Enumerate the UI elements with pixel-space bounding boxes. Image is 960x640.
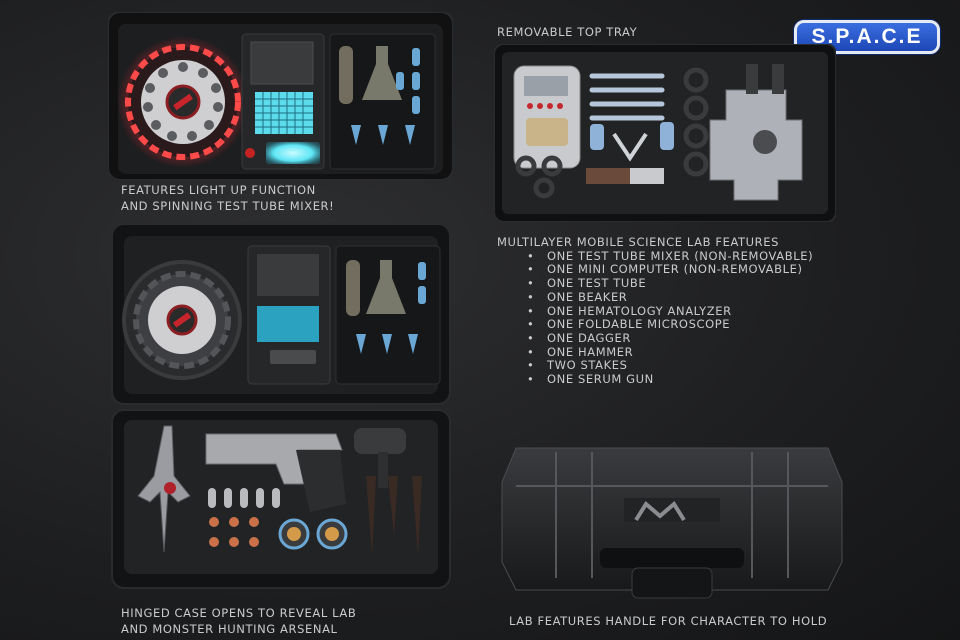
feature-item: ONE SERUM GUN (527, 372, 813, 387)
feature-item: ONE BEAKER (527, 290, 813, 305)
feature-item: ONE FOLDABLE MICROSCOPE (527, 318, 813, 332)
caption-removable-tray: REMOVABLE TOP TRAY (497, 25, 638, 39)
removable-tray-photo (494, 44, 836, 222)
features-list: MULTILAYER MOBILE SCIENCE LAB FEATURES O… (497, 235, 813, 387)
feature-item: ONE HEMATOLOGY ANALYZER (527, 304, 813, 319)
closed-case-photo (501, 447, 843, 599)
feature-item: ONE TEST TUBE MIXER (NON-REMOVABLE) (527, 249, 813, 264)
features-items: ONE TEST TUBE MIXER (NON-REMOVABLE) ONE … (497, 249, 813, 387)
caption-hinged-case: HINGED CASE OPENS TO REVEAL LAB AND MONS… (121, 605, 356, 637)
feature-item: ONE TEST TUBE (527, 276, 813, 291)
feature-item: TWO STAKES (527, 359, 813, 373)
caption-light-up: FEATURES LIGHT UP FUNCTION AND SPINNING … (121, 182, 334, 214)
feature-item: ONE HAMMER (527, 345, 813, 360)
caption-line: FEATURES LIGHT UP FUNCTION (121, 183, 316, 197)
open-case-photo (111, 223, 451, 589)
caption-handle: LAB FEATURES HANDLE FOR CHARACTER TO HOL… (509, 614, 828, 628)
caption-line: AND SPINNING TEST TUBE MIXER! (121, 199, 335, 213)
caption-line: AND MONSTER HUNTING ARSENAL (121, 622, 338, 636)
caption-line: HINGED CASE OPENS TO REVEAL LAB (121, 606, 357, 620)
feature-item: ONE MINI COMPUTER (NON-REMOVABLE) (527, 263, 813, 277)
feature-item: ONE DAGGER (527, 331, 813, 346)
lit-lab-tray-photo (108, 12, 453, 180)
features-heading: MULTILAYER MOBILE SCIENCE LAB FEATURES (497, 235, 780, 249)
